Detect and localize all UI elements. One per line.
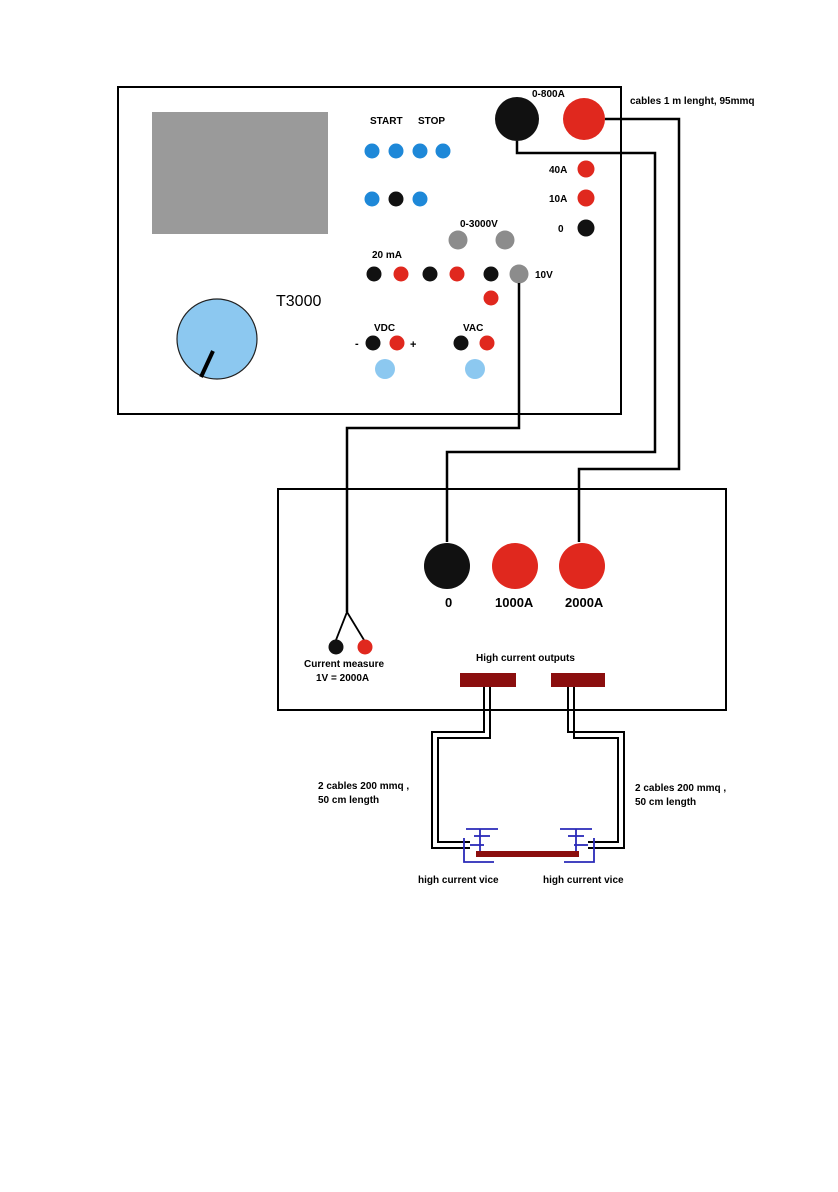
current-measure-red-terminal[interactable] <box>358 640 373 655</box>
vac-label: VAC <box>463 323 483 334</box>
current-measure-label: Current measure <box>304 659 384 670</box>
display-screen <box>152 112 328 234</box>
booster-1000a-terminal[interactable] <box>492 543 538 589</box>
vdc-knob[interactable] <box>375 359 395 379</box>
vdc-minus-sign: - <box>355 338 359 350</box>
test-object-bar <box>476 851 579 857</box>
current-measure-ratio: 1V = 2000A <box>316 673 369 684</box>
v10-terminal[interactable] <box>510 265 529 284</box>
vdc-plus-sign: + <box>410 339 416 351</box>
hc-output-bar-left <box>460 673 516 687</box>
aux-black-terminal-2[interactable] <box>484 267 499 282</box>
start-label: START <box>370 116 403 127</box>
hc-cable-right-outer <box>568 687 624 848</box>
aux-black-terminal-1[interactable] <box>423 267 438 282</box>
vice-right-label: high current vice <box>543 875 624 886</box>
stop-button-2[interactable] <box>436 144 451 159</box>
cable-note: cables 1 m lenght, 95mmq <box>630 96 755 107</box>
output-range-label: 0-800A <box>532 89 565 100</box>
ma-black-terminal[interactable] <box>367 267 382 282</box>
vdc-black-terminal[interactable] <box>366 336 381 351</box>
hv-range-label: 0-3000V <box>460 219 498 230</box>
high-current-outputs-label: High current outputs <box>476 653 575 664</box>
hv-terminal-1[interactable] <box>449 231 468 250</box>
ma-red-terminal[interactable] <box>394 267 409 282</box>
range-0-label: 0 <box>558 224 564 235</box>
v10-label: 10V <box>535 270 553 281</box>
vice-left-label: high current vice <box>418 875 499 886</box>
wire-current-measure-split <box>336 612 364 640</box>
output-black-terminal[interactable] <box>495 97 539 141</box>
range-10a-terminal[interactable] <box>578 190 595 207</box>
vac-red-terminal[interactable] <box>480 336 495 351</box>
booster-0-terminal[interactable] <box>424 543 470 589</box>
left-cable-spec-line1: 2 cables 200 mmq , <box>318 781 409 792</box>
left-cable-spec-line2: 50 cm length <box>318 795 379 806</box>
adjust-knob[interactable] <box>177 299 257 379</box>
booster-0-label: 0 <box>445 595 452 610</box>
range-10a-label: 10A <box>549 194 567 205</box>
function-button-3[interactable] <box>413 192 428 207</box>
high-current-vice-left <box>464 829 498 862</box>
vdc-red-terminal[interactable] <box>390 336 405 351</box>
current-measure-black-terminal[interactable] <box>329 640 344 655</box>
vac-knob[interactable] <box>465 359 485 379</box>
range-40a-label: 40A <box>549 165 567 176</box>
booster-1000a-label: 1000A <box>495 595 534 610</box>
range-0-terminal[interactable] <box>578 220 595 237</box>
high-current-vice-right <box>560 829 594 862</box>
model-label: T3000 <box>276 293 321 310</box>
ma-range-label: 20 mA <box>372 250 402 261</box>
right-cable-spec-line1: 2 cables 200 mmq , <box>635 783 726 794</box>
aux-red-terminal-1[interactable] <box>450 267 465 282</box>
start-button[interactable] <box>365 144 380 159</box>
stop-button[interactable] <box>413 144 428 159</box>
output-red-terminal[interactable] <box>563 98 605 140</box>
vac-black-terminal[interactable] <box>454 336 469 351</box>
hc-cable-left-outer <box>432 687 484 848</box>
hv-terminal-2[interactable] <box>496 231 515 250</box>
aux-red-terminal-2[interactable] <box>484 291 499 306</box>
function-button-2[interactable] <box>389 192 404 207</box>
start-button-2[interactable] <box>389 144 404 159</box>
stop-label: STOP <box>418 116 445 127</box>
function-button-1[interactable] <box>365 192 380 207</box>
vdc-label: VDC <box>374 323 395 334</box>
range-40a-terminal[interactable] <box>578 161 595 178</box>
hc-output-bar-right <box>551 673 605 687</box>
booster-2000a-label: 2000A <box>565 595 604 610</box>
booster-2000a-terminal[interactable] <box>559 543 605 589</box>
right-cable-spec-line2: 50 cm length <box>635 797 696 808</box>
